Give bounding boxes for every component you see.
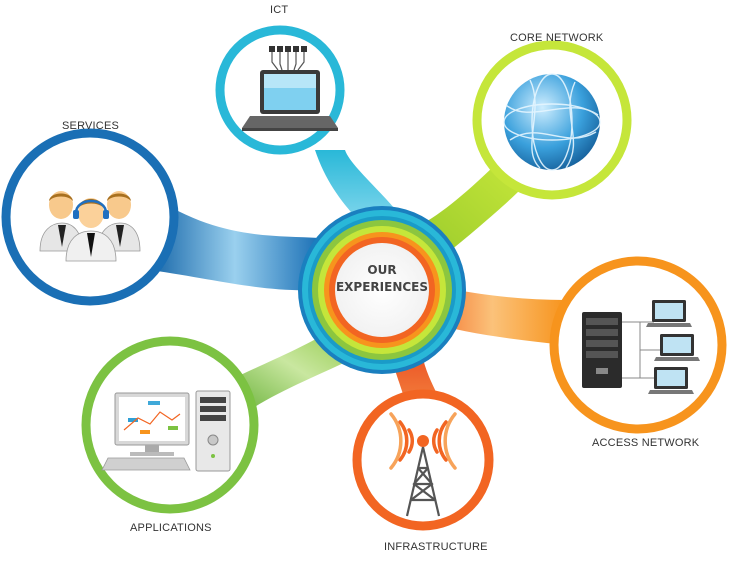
ict-label: ICT [270,4,289,16]
desktop-computer-icon [101,390,231,472]
applications-label: APPLICATIONS [130,522,212,534]
infrastructure-node-ring [352,389,494,531]
server-laptops-icon [582,300,700,394]
core-network-label: CORE NETWORK [510,32,604,44]
globe-icon [503,73,601,171]
people-icon [39,191,141,262]
center-title: OUR EXPERIENCES [332,262,432,296]
center-title-line-1: OUR [367,263,397,277]
cell-tower-icon [389,412,457,517]
center-title-line-2: EXPERIENCES [335,280,429,294]
center-hub [298,206,466,374]
access-network-node-ring [549,256,727,434]
laptop-icon [242,46,338,131]
infrastructure-label: INFRASTRUCTURE [384,541,488,553]
connector-core [420,160,520,255]
connector-ict [315,150,400,220]
services-label: SERVICES [62,120,120,132]
access-network-label: ACCESS NETWORK [592,437,700,449]
connector-services [150,195,320,291]
